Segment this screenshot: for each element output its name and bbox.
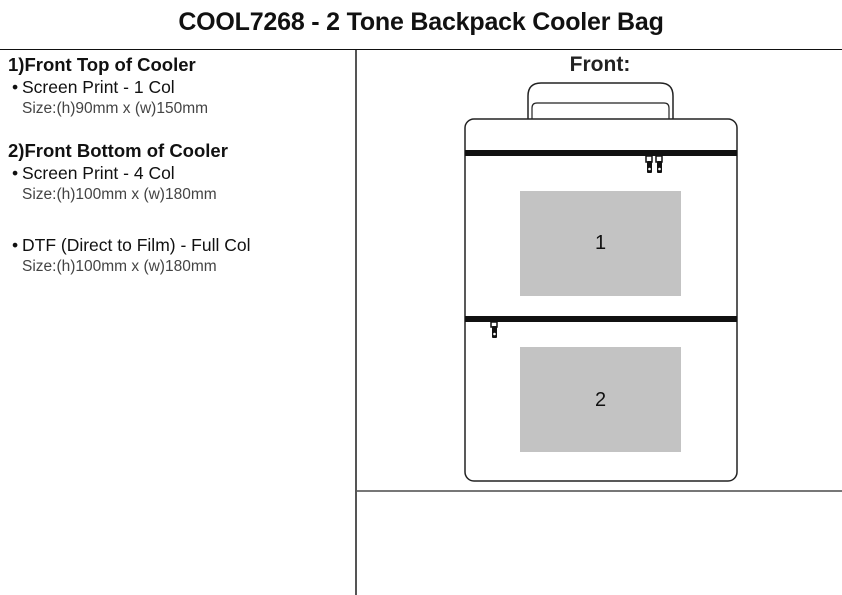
view-label: Front: bbox=[569, 53, 631, 76]
method-size: Size:(h)100mm x (w)180mm bbox=[22, 258, 217, 275]
column-divider bbox=[355, 50, 357, 595]
single-zipper-pull-icon bbox=[490, 321, 498, 338]
top-zipper-line bbox=[465, 150, 737, 156]
handle-icon bbox=[527, 82, 674, 119]
method-item: •Screen Print - 4 Col bbox=[12, 162, 348, 184]
print-area-1 bbox=[520, 191, 681, 296]
decoration-spec-panel: 1)Front Top of Cooler •Screen Print - 1 … bbox=[8, 54, 348, 278]
method-item: •Screen Print - 1 Col bbox=[12, 76, 348, 98]
bottom-zipper-line bbox=[465, 316, 737, 322]
method-item: •DTF (Direct to Film) - Full Col bbox=[12, 234, 348, 256]
title-divider bbox=[0, 49, 842, 50]
print-area-1-number: 1 bbox=[594, 232, 607, 254]
method-label: Screen Print - 1 Col bbox=[22, 77, 175, 97]
section-heading-front-top: 1)Front Top of Cooler bbox=[8, 54, 196, 75]
bullet-icon: • bbox=[12, 235, 19, 255]
method-label: DTF (Direct to Film) - Full Col bbox=[22, 235, 251, 255]
page-title: COOL7268 - 2 Tone Backpack Cooler Bag bbox=[178, 8, 664, 36]
bullet-icon: • bbox=[12, 77, 19, 97]
print-area-2-number: 2 bbox=[594, 389, 607, 411]
double-zipper-pull-icon bbox=[645, 155, 663, 173]
section-heading-front-bottom: 2)Front Bottom of Cooler bbox=[8, 140, 228, 161]
diagram-bottom-divider bbox=[357, 490, 842, 492]
print-area-2 bbox=[520, 347, 681, 452]
method-size: Size:(h)90mm x (w)150mm bbox=[22, 100, 209, 117]
method-size: Size:(h)100mm x (w)180mm bbox=[22, 186, 217, 203]
method-label: Screen Print - 4 Col bbox=[22, 163, 175, 183]
bullet-icon: • bbox=[12, 163, 19, 183]
